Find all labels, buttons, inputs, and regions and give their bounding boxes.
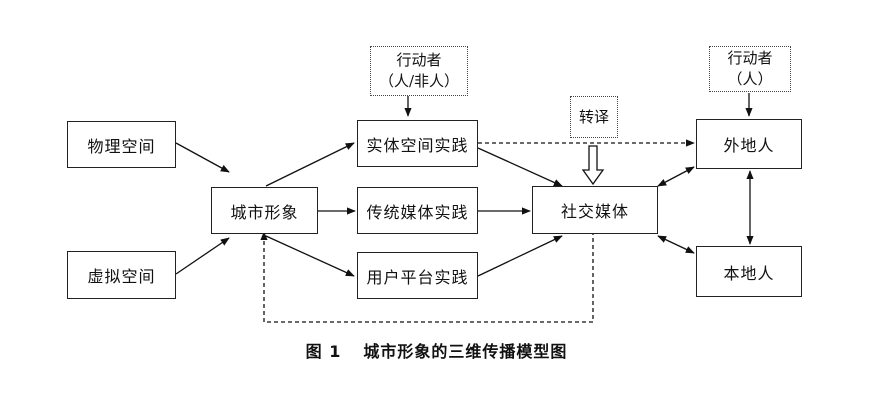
figure-number: 图 1 <box>305 342 342 361</box>
node-media-practice: 传统媒体实践 <box>357 187 478 234</box>
arrow-social-locals <box>657 235 695 254</box>
arrow-city-to-user-practice <box>265 235 355 277</box>
node-city-image-label: 城市形象 <box>230 202 299 222</box>
node-media-practice-label: 传统媒体实践 <box>366 202 469 222</box>
actor-top-line1: 行动者 <box>396 51 442 69</box>
actor-top-annotation: 行动者 （人/非人） <box>370 46 468 96</box>
arrow-physical-practice-to-social <box>477 147 563 187</box>
node-physical-space-label: 物理空间 <box>87 136 156 156</box>
figure-caption: 图 1 城市形象的三维传播模型图 <box>0 338 873 362</box>
actor-top-line2: （人/非人） <box>378 72 460 90</box>
node-social-media-label: 社交媒体 <box>560 202 629 221</box>
arrow-user-practice-to-social <box>477 235 563 277</box>
arrow-physical-to-city <box>175 142 230 173</box>
node-user-practice-label: 用户平台实践 <box>366 267 469 287</box>
translation-annotation: 转译 <box>570 96 618 138</box>
node-locals: 本地人 <box>696 246 802 297</box>
node-social-media: 社交媒体 <box>532 186 658 234</box>
dashed-feedback-loop <box>260 231 594 323</box>
actor-right-annotation: 行动者 （人） <box>709 46 791 92</box>
node-city-image: 城市形象 <box>211 187 318 234</box>
arrow-social-outsiders <box>657 166 695 187</box>
node-outsiders: 外地人 <box>696 119 802 169</box>
arrow-city-to-physical-practice <box>265 142 355 187</box>
node-physical-practice-label: 实体空间实践 <box>366 135 469 155</box>
node-outsiders-label: 外地人 <box>723 136 775 155</box>
node-physical-space: 物理空间 <box>67 121 176 168</box>
actor-right-line2: （人） <box>727 70 773 88</box>
node-virtual-space-label: 虚拟空间 <box>87 267 156 286</box>
figure-title: 城市形象的三维传播模型图 <box>363 342 568 361</box>
translation-hollow-arrow <box>581 145 605 186</box>
arrow-virtual-to-city <box>175 237 230 275</box>
node-locals-label: 本地人 <box>723 263 775 283</box>
node-user-practice: 用户平台实践 <box>357 252 478 299</box>
node-physical-practice: 实体空间实践 <box>357 120 478 167</box>
node-virtual-space: 虚拟空间 <box>67 251 176 299</box>
actor-right-line1: 行动者 <box>727 49 773 67</box>
translation-label: 转译 <box>578 107 609 126</box>
